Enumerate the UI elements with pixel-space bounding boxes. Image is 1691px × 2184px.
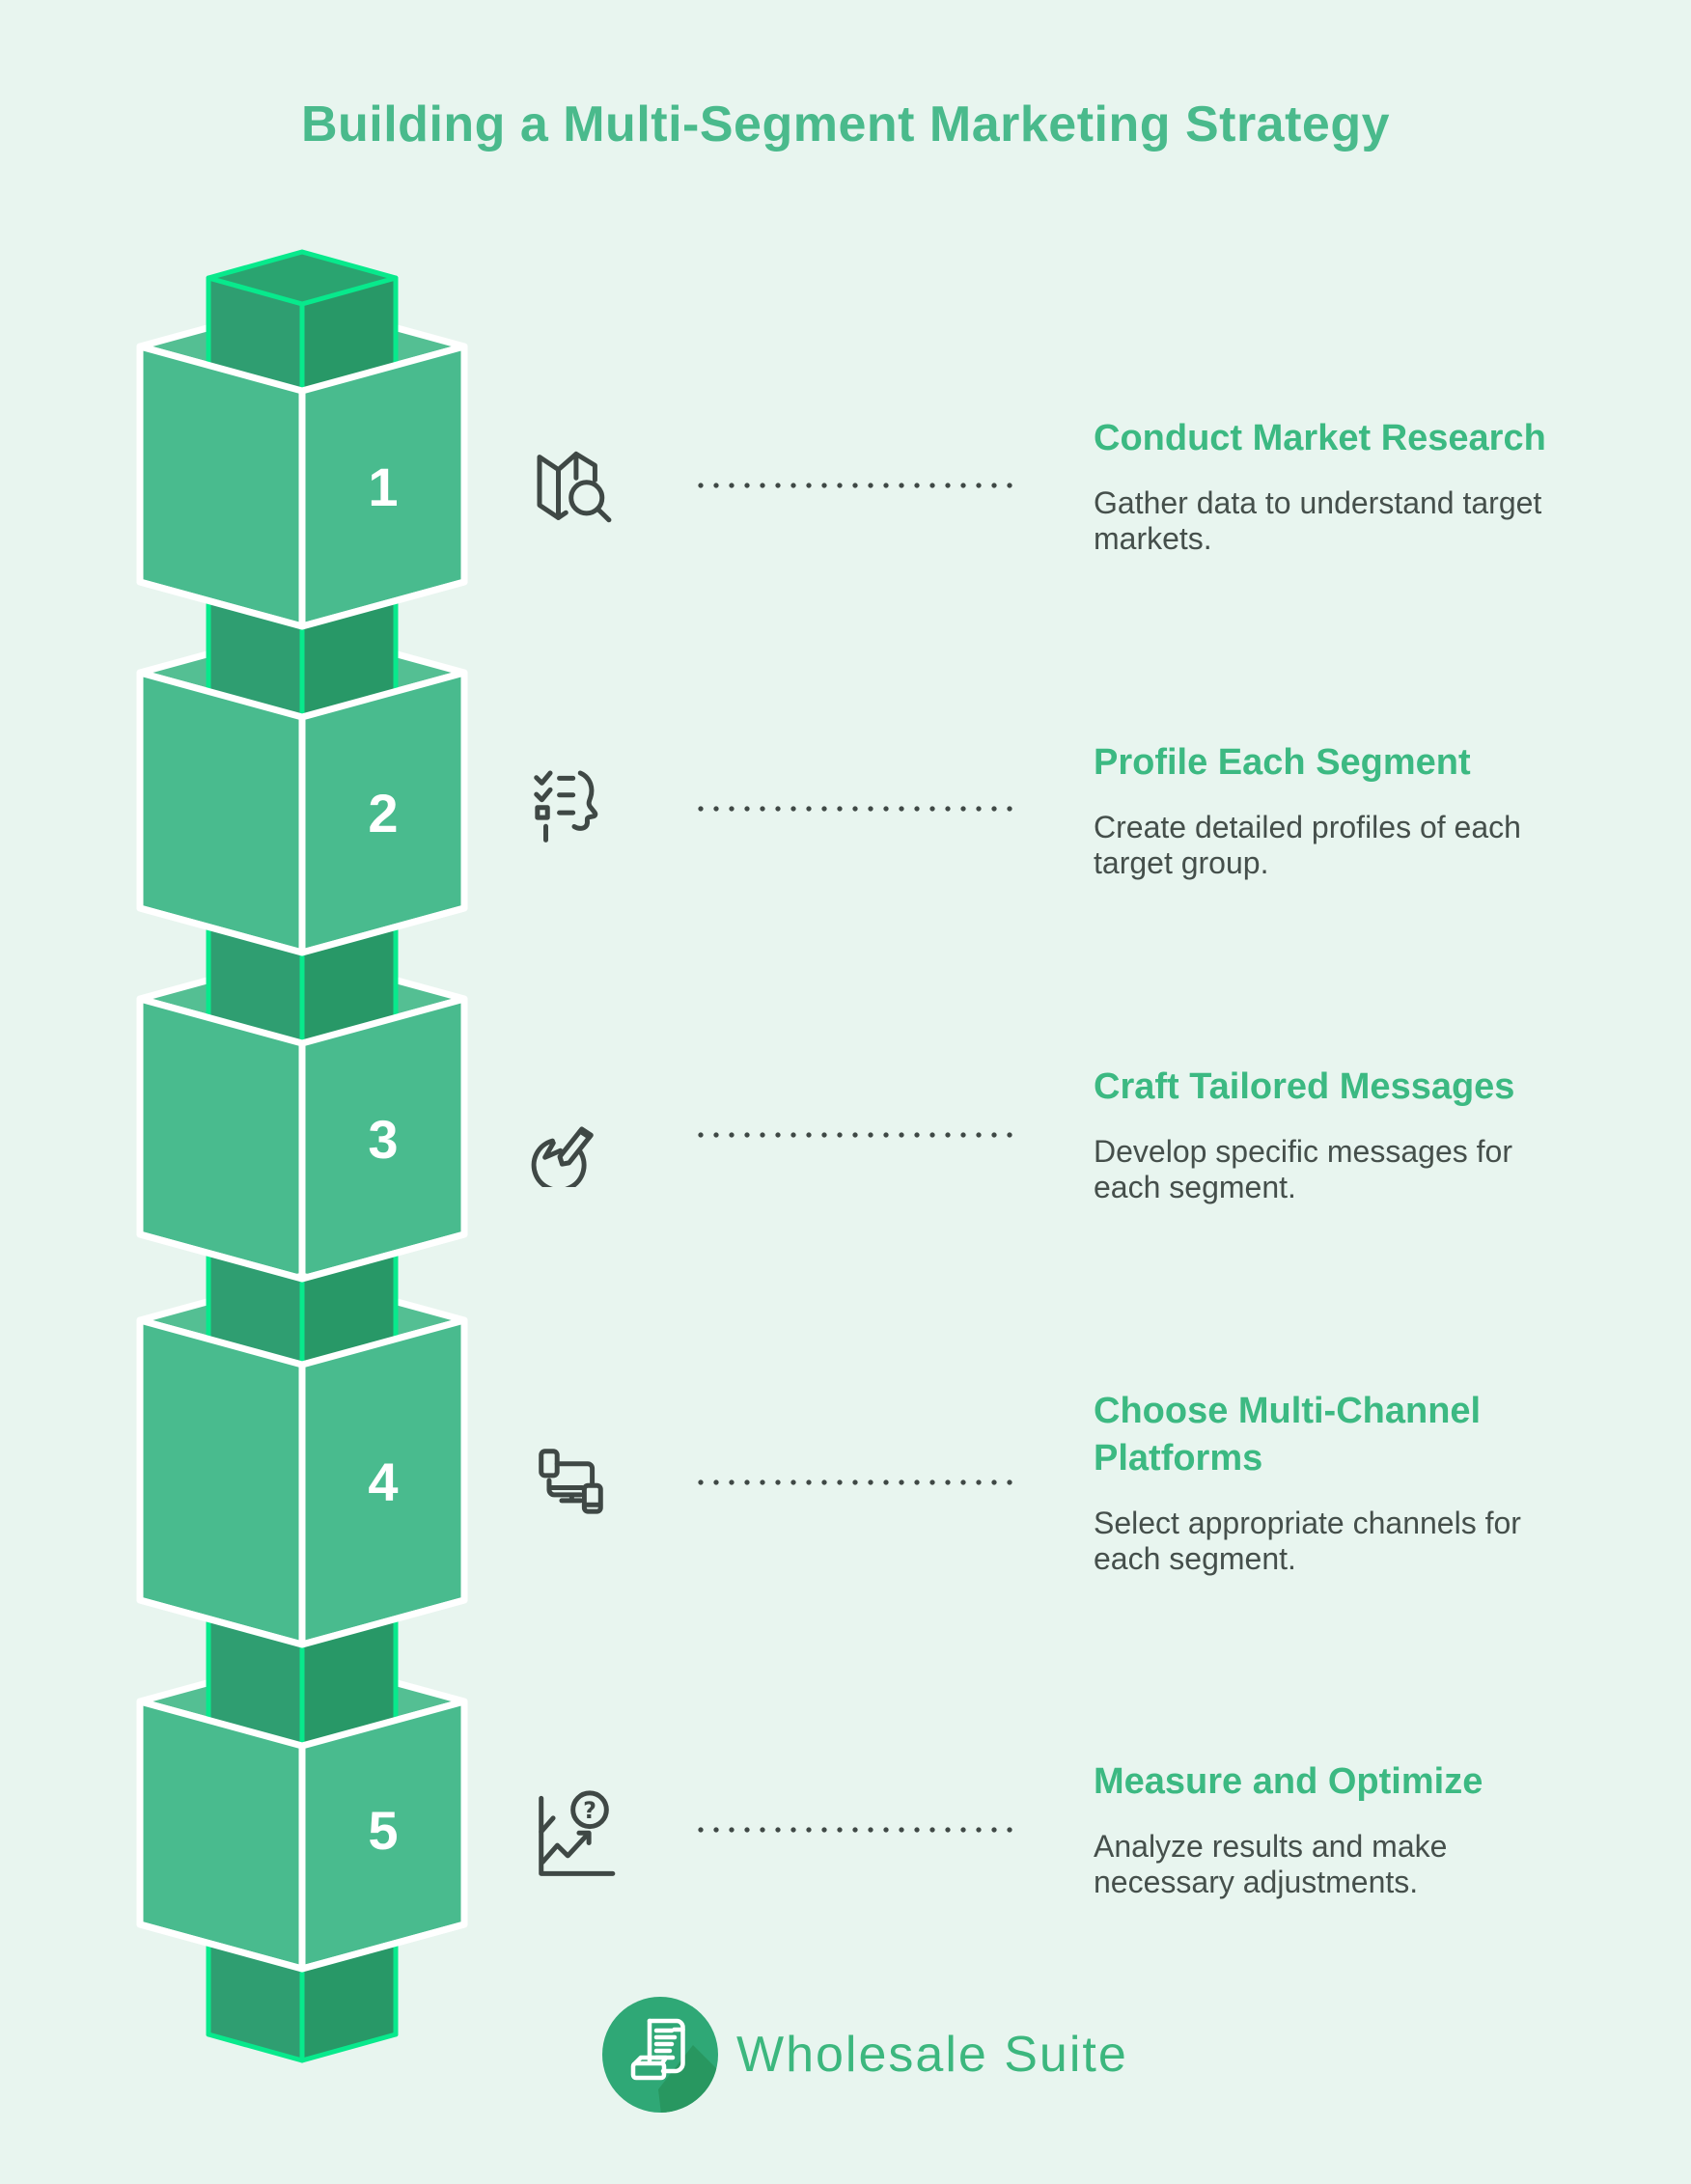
bottom-connector-cube bbox=[206, 1940, 399, 2063]
dotted-leader bbox=[693, 1479, 1019, 1485]
connector-1-2 bbox=[206, 597, 399, 720]
cube-number-1: 1 bbox=[368, 456, 399, 517]
segment-profile-icon bbox=[527, 760, 627, 861]
step-1-title: Conduct Market Research bbox=[1094, 418, 1546, 458]
step-2-text: Profile Each Segment Create detailed pro… bbox=[1094, 739, 1595, 881]
step-3-title: Craft Tailored Messages bbox=[1094, 1066, 1515, 1107]
connector-2-3 bbox=[206, 924, 399, 1046]
cube2-left-face bbox=[136, 669, 306, 956]
cube4-left-face bbox=[136, 1316, 306, 1648]
step-1-text: Conduct Market Research Gather data to u… bbox=[1094, 415, 1595, 557]
connector-4-5 bbox=[206, 1616, 399, 1749]
cube-number-4: 4 bbox=[368, 1451, 399, 1512]
dotted-leader bbox=[693, 1132, 1019, 1138]
measure-optimize-icon: ? bbox=[527, 1782, 627, 1882]
multi-channel-icon bbox=[527, 1434, 627, 1534]
step-1-description: Gather data to understand target markets… bbox=[1094, 485, 1542, 556]
step-2-description: Create detailed profiles of each target … bbox=[1094, 810, 1521, 880]
cube-number-2: 2 bbox=[368, 783, 399, 843]
scroll-icon bbox=[630, 2018, 685, 2081]
step-3-text: Craft Tailored Messages Develop specific… bbox=[1094, 1064, 1595, 1205]
connector-3-4 bbox=[206, 1250, 399, 1368]
map-search-icon bbox=[527, 437, 627, 538]
tailored-message-icon bbox=[527, 1087, 627, 1187]
dotted-leader bbox=[693, 483, 1019, 488]
dotted-leader bbox=[693, 1827, 1019, 1833]
step-5-text: Measure and Optimize Analyze results and… bbox=[1094, 1758, 1595, 1900]
cube-number-3: 3 bbox=[368, 1109, 399, 1170]
dotted-leader bbox=[693, 806, 1019, 812]
wholesale-suite-logo-icon bbox=[602, 1997, 718, 2113]
cube1-left-face bbox=[136, 343, 306, 630]
cube-number-5: 5 bbox=[368, 1800, 399, 1861]
svg-text:?: ? bbox=[583, 1797, 596, 1824]
step-4-description: Select appropriate channels for each seg… bbox=[1094, 1506, 1521, 1576]
cube3-left-face bbox=[136, 995, 306, 1283]
step-3-description: Develop specific messages for each segme… bbox=[1094, 1134, 1512, 1204]
step-4-title: Choose Multi-Channel Platforms bbox=[1094, 1391, 1482, 1479]
top-connector-cube bbox=[206, 249, 399, 394]
page-title: Building a Multi-Segment Marketing Strat… bbox=[300, 97, 1391, 152]
brand-name: Wholesale Suite bbox=[736, 2027, 1128, 2083]
step-4-text: Choose Multi-Channel Platforms Select ap… bbox=[1094, 1388, 1595, 1577]
step-5-description: Analyze results and make necessary adjus… bbox=[1094, 1829, 1448, 1899]
step-5-title: Measure and Optimize bbox=[1094, 1761, 1483, 1802]
step-2-title: Profile Each Segment bbox=[1094, 742, 1471, 783]
